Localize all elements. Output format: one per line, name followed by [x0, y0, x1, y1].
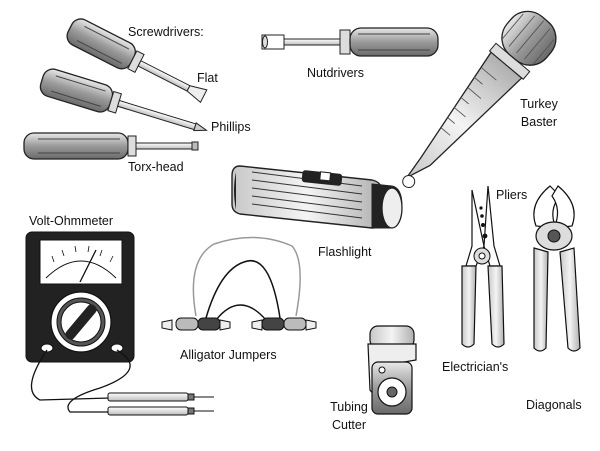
label-electricians: Electrician's	[442, 360, 509, 374]
label-turkey-baster-line1: Turkey	[520, 97, 558, 111]
label-screwdrivers: Screwdrivers:	[128, 25, 204, 39]
label-diagonals: Diagonals	[526, 398, 582, 412]
label-turkey-baster-line2: Baster	[520, 115, 558, 129]
turkey-baster-icon	[402, 10, 557, 189]
label-volt-ohmmeter: Volt-Ohmmeter	[29, 214, 114, 228]
nutdriver-icon	[261, 27, 439, 57]
torx-screwdriver-icon	[23, 132, 199, 160]
label-tubing-cutter-line2: Cutter	[331, 418, 367, 432]
label-pliers: Pliers	[496, 188, 528, 202]
label-nutdrivers: Nutdrivers	[307, 66, 364, 80]
diagonal-pliers-icon	[533, 185, 581, 352]
electricians-pliers-icon	[461, 185, 505, 348]
alligator-jumpers-icon	[161, 236, 317, 331]
phillips-screwdriver-icon	[39, 68, 208, 132]
label-alligator-jumpers: Alligator Jumpers	[180, 348, 277, 362]
label-phillips: Phillips	[211, 120, 251, 134]
label-flat: Flat	[197, 71, 218, 85]
volt-ohmmeter-icon	[25, 231, 214, 416]
flat-screwdriver-icon	[66, 18, 208, 104]
flashlight-icon	[231, 165, 403, 229]
label-flashlight: Flashlight	[318, 245, 372, 259]
label-tubing-cutter-line1: Tubing	[330, 400, 368, 414]
tubing-cutter-icon	[367, 325, 417, 415]
label-torx-head: Torx-head	[128, 160, 184, 174]
